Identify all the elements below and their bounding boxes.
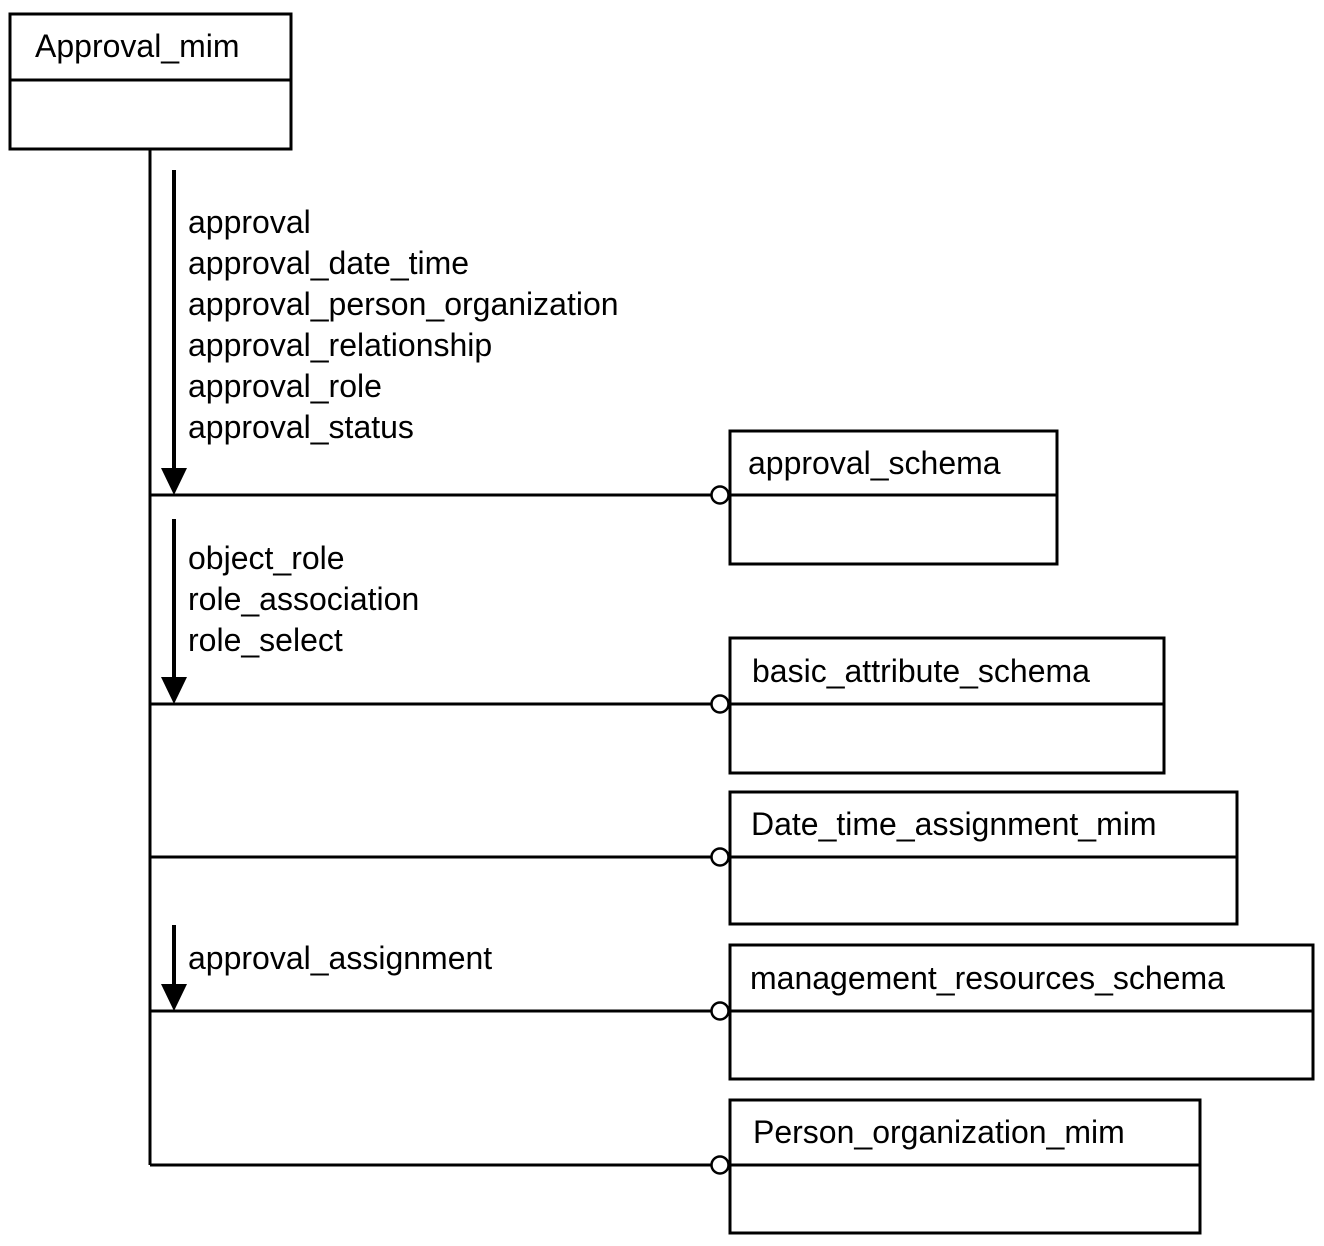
schema-box-person-organization-mim[interactable]: Person_organization_mim — [728, 1098, 1202, 1235]
main-schema-box[interactable]: Approval_mim — [8, 12, 293, 151]
entity-label: approval_date_time — [188, 245, 469, 281]
schema-name: basic_attribute_schema — [752, 653, 1090, 689]
entity-label: approval_relationship — [188, 327, 492, 363]
schema-name: approval_schema — [748, 445, 1001, 481]
entity-label: approval_assignment — [188, 940, 492, 976]
entity-label: approval_person_organization — [188, 286, 619, 322]
schema-box-basic-attribute-schema[interactable]: basic_attribute_schema — [728, 636, 1166, 775]
interface-arrow-1 — [161, 170, 187, 495]
schema-name: Person_organization_mim — [753, 1114, 1125, 1150]
schema-box-date-time-assignment-mim[interactable]: Date_time_assignment_mim — [728, 790, 1239, 926]
entity-label: role_association — [188, 581, 419, 617]
entity-label: role_select — [188, 622, 343, 658]
interface-arrow-3 — [161, 925, 187, 1011]
connector-person-organization-mim — [150, 1155, 730, 1175]
interface-arrow-2 — [161, 519, 187, 704]
connector-date-time-assignment-mim — [150, 847, 730, 867]
entity-label: approval_role — [188, 368, 382, 404]
interface-entity-list-1: approval approval_date_time approval_per… — [188, 204, 619, 445]
schema-box-approval-schema[interactable]: approval_schema — [728, 429, 1059, 566]
connector-basic-attribute-schema — [150, 694, 730, 714]
entity-label: approval_status — [188, 409, 414, 445]
entity-label: approval — [188, 204, 311, 240]
main-schema-name: Approval_mim — [35, 28, 240, 64]
interface-entity-list-2: object_role role_association role_select — [188, 540, 419, 658]
schema-box-management-resources-schema[interactable]: management_resources_schema — [728, 943, 1315, 1081]
schema-name: Date_time_assignment_mim — [751, 806, 1157, 842]
connector-approval-schema — [150, 485, 730, 505]
connector-management-resources-schema — [150, 1001, 730, 1021]
entity-label: object_role — [188, 540, 345, 576]
schema-name: management_resources_schema — [750, 960, 1225, 996]
interface-entity-list-3: approval_assignment — [188, 940, 492, 976]
